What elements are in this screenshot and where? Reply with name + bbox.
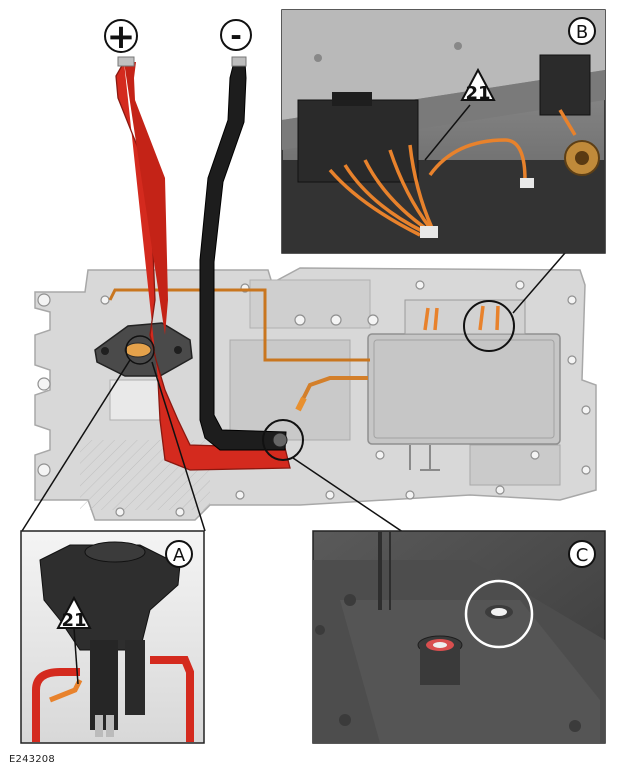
warning-triangle-icon	[56, 595, 92, 629]
warning-triangle-icon	[460, 67, 496, 101]
callout-circle-c	[262, 419, 304, 461]
svg-text:B: B	[576, 22, 588, 43]
plus-terminal-icon: +	[104, 17, 138, 57]
callout-circle-a	[125, 335, 155, 365]
svg-text:21: 21	[465, 83, 490, 104]
minus-terminal-icon: -	[220, 19, 252, 52]
svg-text:A: A	[173, 545, 186, 566]
inset-c	[312, 530, 606, 744]
main-assembly	[34, 56, 597, 521]
inset-c-highlight-circle	[464, 579, 534, 649]
callout-21-b: 21	[424, 67, 496, 161]
electronic-module	[367, 333, 561, 445]
svg-text:-: -	[230, 19, 242, 52]
svg-text:C: C	[576, 545, 589, 566]
detail-label-a: A	[165, 540, 193, 568]
callout-21-a: 21	[56, 595, 92, 685]
callout-circle-b	[463, 300, 515, 352]
svg-text:+: +	[107, 17, 136, 57]
inset-b	[281, 9, 606, 254]
svg-text:21: 21	[61, 610, 86, 631]
figure-id: E243208	[9, 754, 55, 765]
detail-label-b: B	[568, 17, 596, 45]
detail-label-c: C	[568, 540, 596, 568]
positive-cable	[115, 61, 291, 471]
